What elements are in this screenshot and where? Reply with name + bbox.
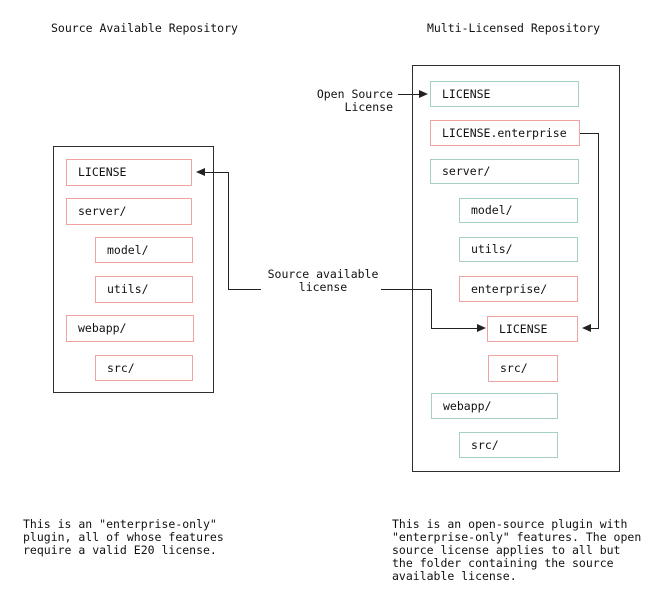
- sa-right-line-vertical: [431, 289, 432, 329]
- folder-box-enterprise-src: src/: [488, 355, 558, 382]
- folder-box-enterprise: enterprise/: [459, 276, 578, 302]
- file-box-license-open: LICENSE: [430, 81, 579, 107]
- left-repo-title: Source Available Repository: [51, 21, 238, 35]
- folder-box-model: model/: [95, 237, 193, 263]
- left-repo-caption: This is an "enterprise-only" plugin, all…: [23, 517, 224, 557]
- sa-right-line-top: [381, 289, 432, 290]
- arrow-left-icon: [196, 168, 205, 176]
- folder-box-model: model/: [459, 198, 578, 223]
- right-repo-title: Multi-Licensed Repository: [427, 21, 601, 35]
- folder-box-server: server/: [66, 198, 192, 225]
- arrow-right-icon: [477, 324, 486, 332]
- folder-box-utils: utils/: [459, 237, 578, 262]
- enterprise-loop-vertical: [598, 133, 599, 329]
- arrow-left-icon: [582, 324, 591, 332]
- arrow-right-icon: [419, 90, 428, 98]
- open-source-license-label: Open Source License: [316, 87, 393, 114]
- sa-right-line-bottom: [431, 328, 478, 329]
- folder-box-webapp: webapp/: [431, 393, 558, 419]
- folder-box-server: server/: [430, 159, 579, 184]
- file-box-nested-license: LICENSE: [487, 316, 578, 342]
- file-box-license: LICENSE: [66, 159, 192, 186]
- enterprise-loop-top: [580, 133, 599, 134]
- source-available-license-label: Source available license: [267, 267, 379, 294]
- folder-box-webapp: webapp/: [66, 315, 194, 342]
- open-source-arrow-line: [398, 94, 420, 95]
- right-repo-caption: This is an open-source plugin with "ente…: [392, 517, 642, 583]
- file-box-license-enterprise: LICENSE.enterprise: [430, 120, 580, 146]
- sa-left-line-bottom: [228, 289, 261, 290]
- sa-left-line-vertical: [228, 172, 229, 290]
- enterprise-loop-bottom: [591, 328, 599, 329]
- folder-box-utils: utils/: [95, 276, 193, 303]
- folder-box-src: src/: [95, 355, 193, 381]
- left-repo-frame: [53, 146, 214, 393]
- folder-box-webapp-src: src/: [459, 432, 558, 458]
- sa-left-line-top: [205, 172, 229, 173]
